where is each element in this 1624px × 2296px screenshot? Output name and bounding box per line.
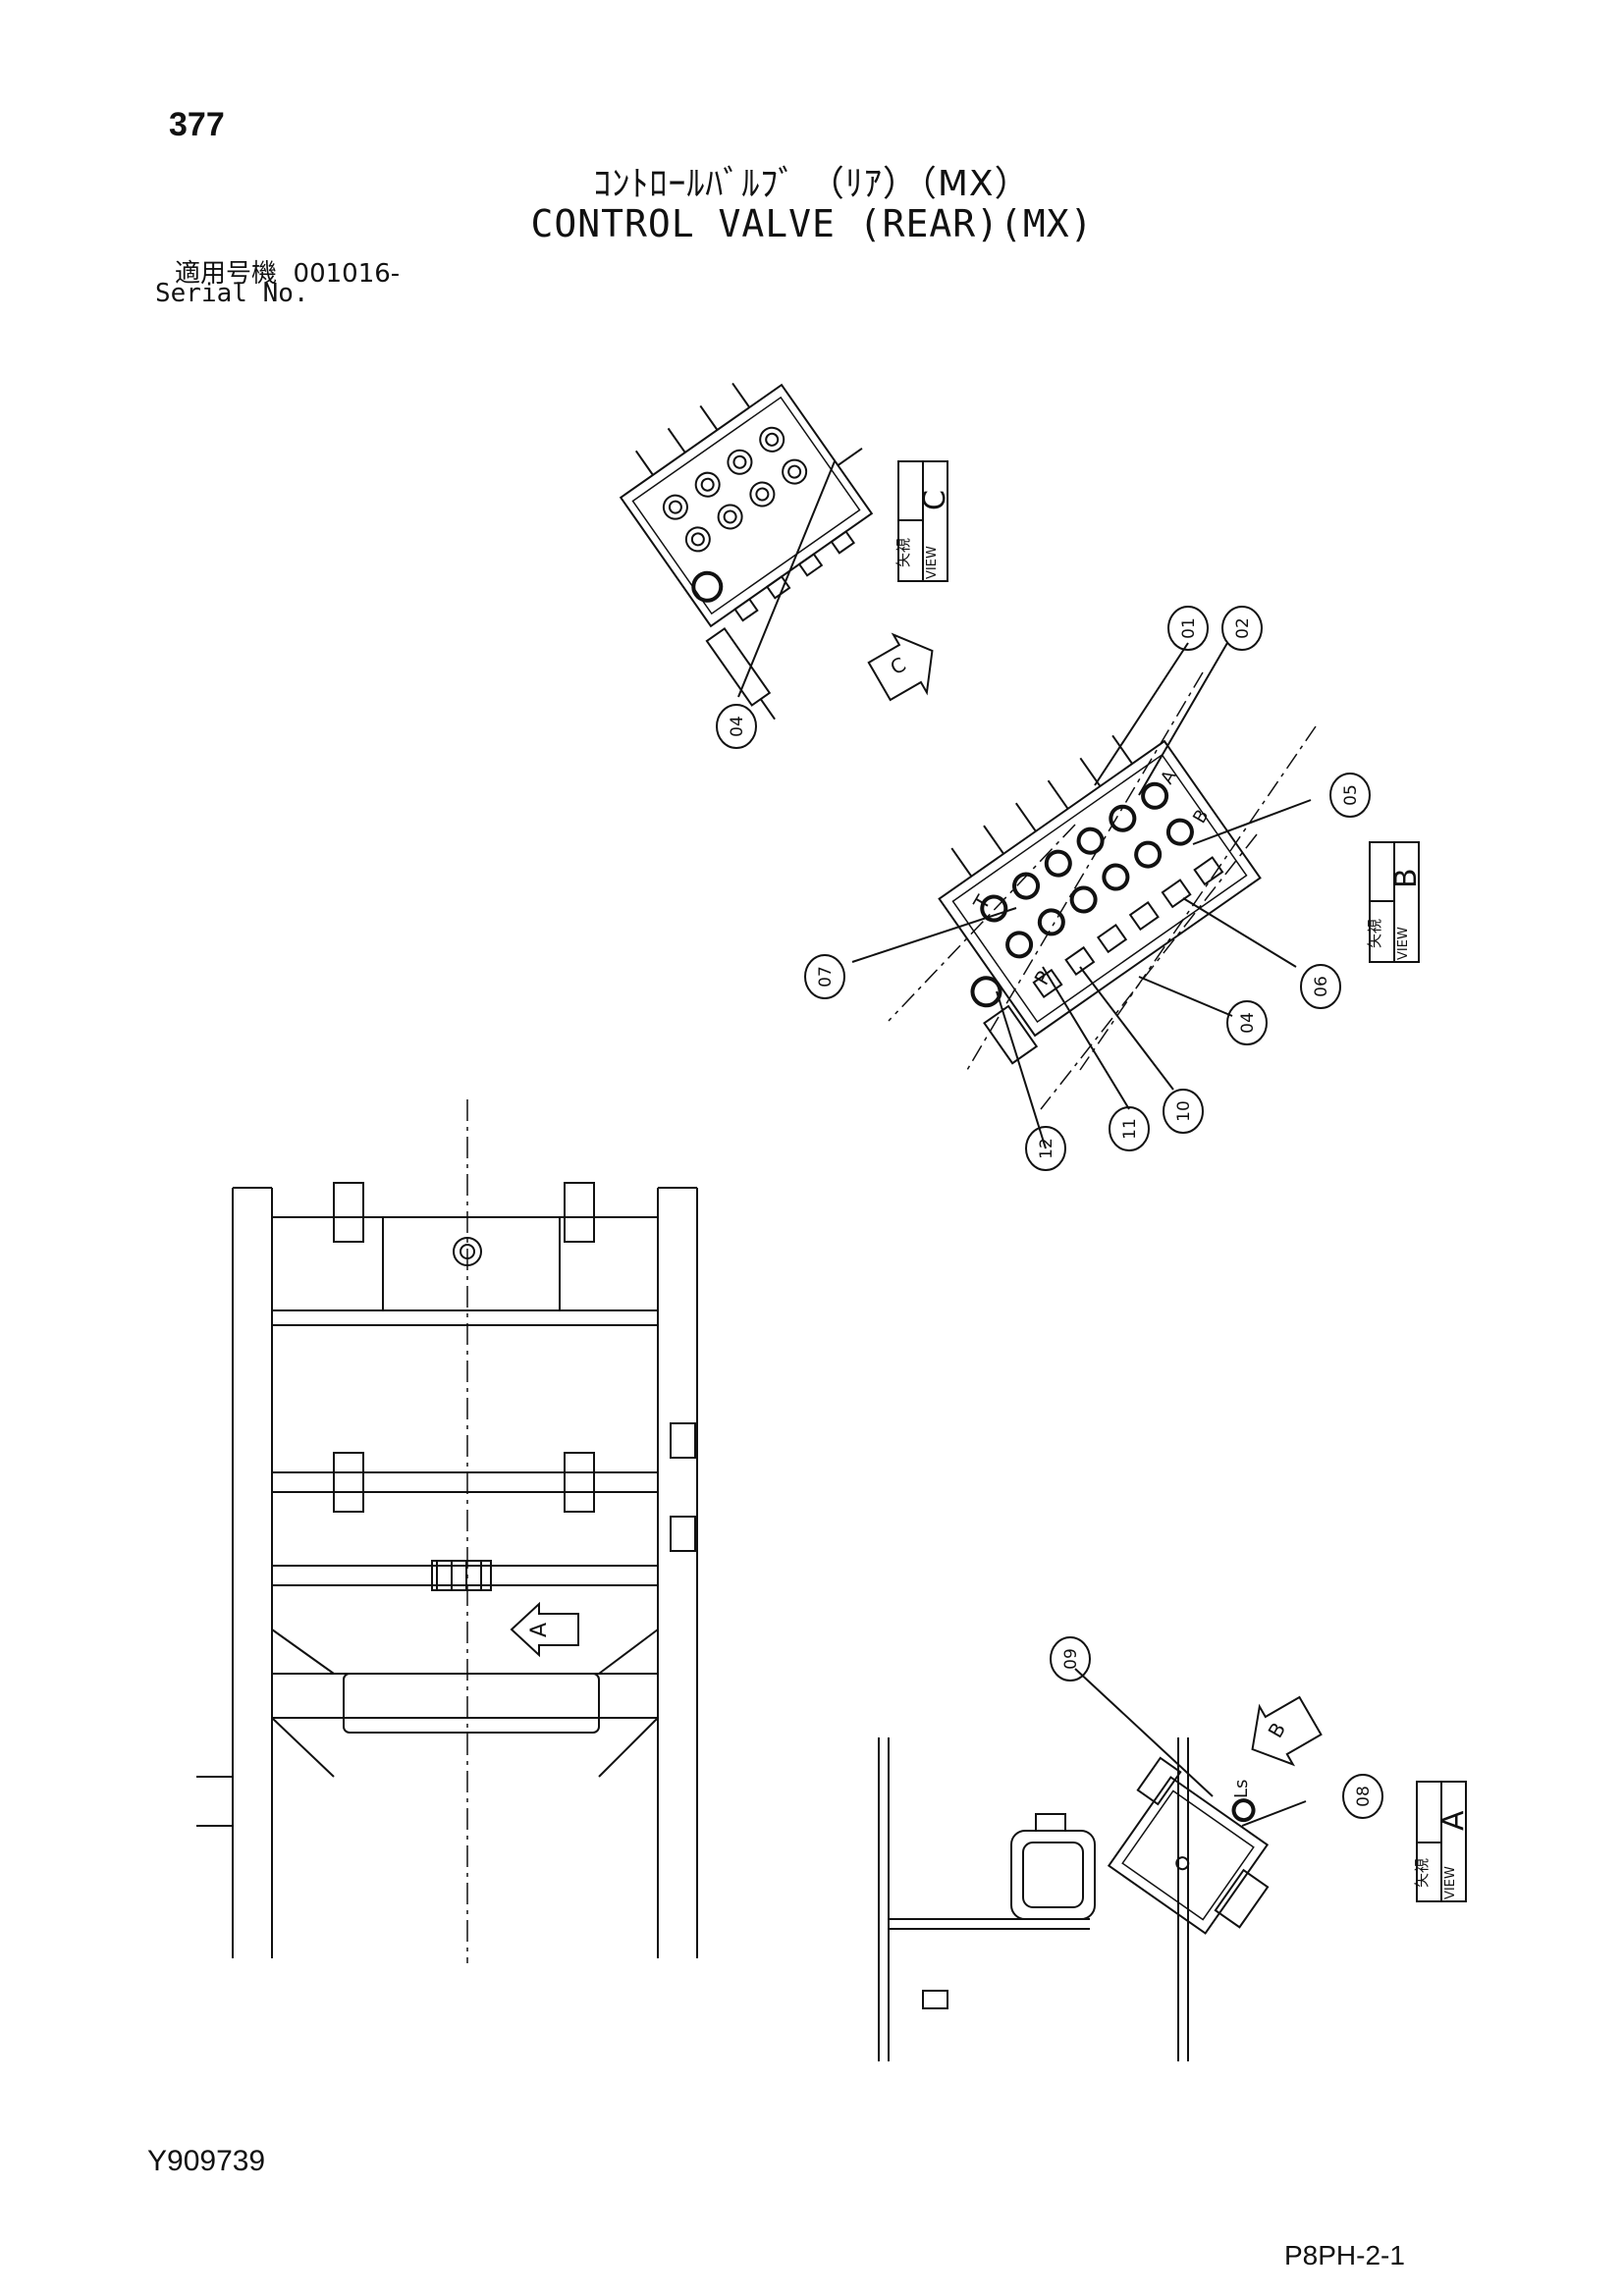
- callout-02: 02: [1233, 617, 1253, 639]
- serial-label-jp: 適用号機: [175, 259, 278, 289]
- callout-01: 01: [1179, 617, 1199, 639]
- sheet-code: P8PH-2-1: [1284, 2240, 1405, 2270]
- callout-07: 07: [816, 966, 836, 988]
- callout-05: 05: [1341, 784, 1361, 806]
- arrow-c-letter: C: [887, 653, 910, 680]
- port-label-ls: Ls: [1231, 1780, 1252, 1798]
- view-a-kanji: 矢視: [1413, 1858, 1431, 1888]
- title-japanese: ｺﾝﾄﾛｰﾙﾊﾞﾙﾌﾞ （ﾘｱ）（MX）: [593, 164, 1031, 204]
- title-english: CONTROL VALVE (REAR)(MX): [530, 202, 1094, 245]
- view-c-label-box: [897, 460, 948, 582]
- callout-06: 06: [1312, 976, 1331, 997]
- view-a-valve-drawing: [878, 1668, 1307, 2061]
- view-a-word: VIEW: [1443, 1866, 1458, 1899]
- chassis-frame: [196, 1099, 698, 1963]
- callout-11: 11: [1120, 1118, 1140, 1140]
- arrow-a-icon: [510, 1601, 579, 1658]
- callout-08: 08: [1354, 1786, 1374, 1807]
- view-a-letter: A: [1436, 1810, 1471, 1831]
- view-b-valve-drawing: [851, 642, 1317, 1149]
- view-c-valve-drawing: [619, 382, 874, 721]
- callout-04-top: 04: [728, 716, 747, 737]
- view-c-word: VIEW: [925, 546, 940, 579]
- view-a-label-box: [1416, 1781, 1467, 1902]
- arrow-a-letter: A: [527, 1623, 552, 1637]
- callout-10: 10: [1174, 1100, 1194, 1122]
- view-c-kanji: 矢視: [894, 538, 912, 567]
- view-b-word: VIEW: [1396, 927, 1411, 960]
- arrow-b-icon: [1251, 1695, 1323, 1767]
- view-c-letter: C: [918, 490, 952, 510]
- drawing-number: Y909739: [147, 2145, 266, 2177]
- callout-09: 09: [1061, 1648, 1081, 1670]
- page-number: 377: [169, 106, 225, 143]
- serial-applicability: 適用号機 001016-: [175, 253, 400, 290]
- serial-value: 001016-: [293, 259, 401, 289]
- arrow-b-letter: B: [1264, 1719, 1291, 1742]
- callout-12: 12: [1037, 1138, 1056, 1159]
- serial-label-en: Serial No.: [155, 279, 309, 308]
- view-b-kanji: 矢視: [1366, 919, 1383, 948]
- callout-circles: [716, 606, 1383, 1819]
- view-b-letter: B: [1389, 868, 1424, 888]
- arrow-c-icon: [867, 632, 934, 702]
- view-b-label-box: [1369, 841, 1420, 963]
- callout-04-mid: 04: [1238, 1012, 1258, 1034]
